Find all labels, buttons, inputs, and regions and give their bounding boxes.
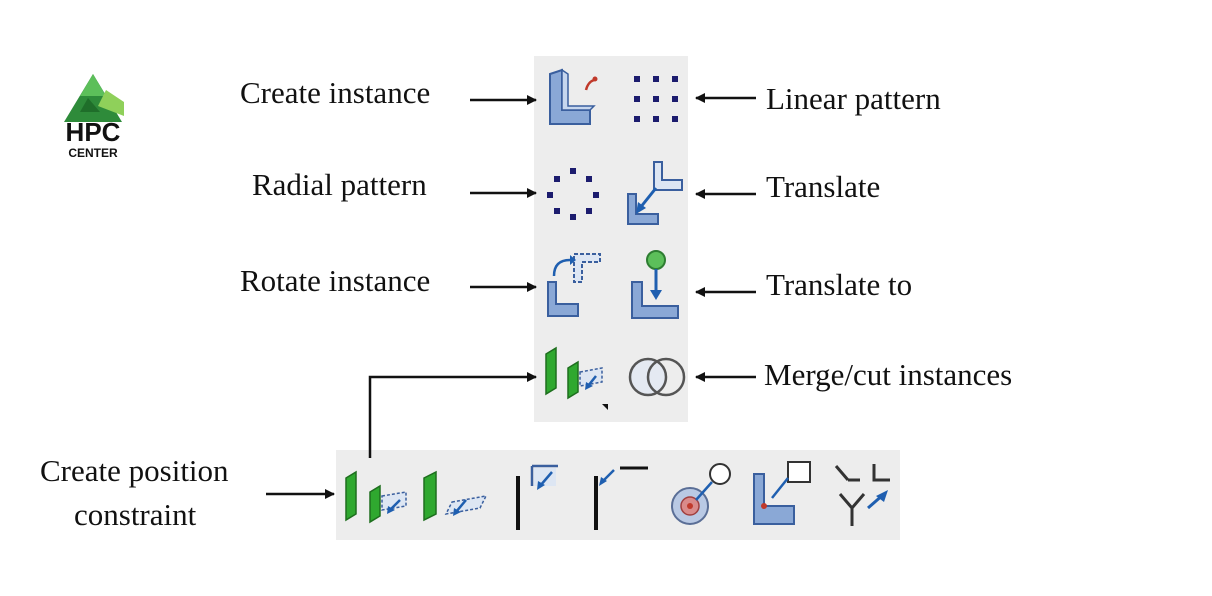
gear-constraint-icon xyxy=(834,464,890,526)
logo-title: HPC xyxy=(65,117,121,147)
label-create-position-constraint-line1: Create position xyxy=(40,453,229,488)
label-translate: Translate xyxy=(766,169,881,204)
parallel-constraint-icon xyxy=(423,470,488,522)
create-instance-icon xyxy=(549,68,598,125)
distance-constraint-icon xyxy=(594,466,648,530)
label-rotate-instance: Rotate instance xyxy=(240,263,431,298)
arrow-constraint-link xyxy=(368,372,537,458)
translate-to-icon xyxy=(631,250,679,319)
label-radial-pattern: Radial pattern xyxy=(252,167,427,202)
label-create-instance: Create instance xyxy=(240,75,431,110)
translate-icon xyxy=(627,161,683,225)
merge-cut-icon xyxy=(628,357,686,397)
surface-contact-icon xyxy=(516,464,558,530)
position-constraint-icon xyxy=(345,470,407,524)
fix-position-icon xyxy=(753,461,811,525)
radial-pattern-icon xyxy=(547,168,599,220)
position-constraint-icon xyxy=(545,346,608,410)
label-linear-pattern: Linear pattern xyxy=(766,81,941,116)
label-translate-to: Translate to xyxy=(766,267,913,302)
label-create-position-constraint-line2: constraint xyxy=(74,497,197,532)
linear-pattern-icon xyxy=(634,76,678,122)
rotate-instance-icon xyxy=(547,253,601,317)
label-merge-cut-instances: Merge/cut instances xyxy=(764,357,1013,392)
coincidence-constraint-icon xyxy=(671,463,731,525)
mountain-logo-icon xyxy=(64,74,124,122)
logo-subtitle: CENTER xyxy=(68,146,118,160)
